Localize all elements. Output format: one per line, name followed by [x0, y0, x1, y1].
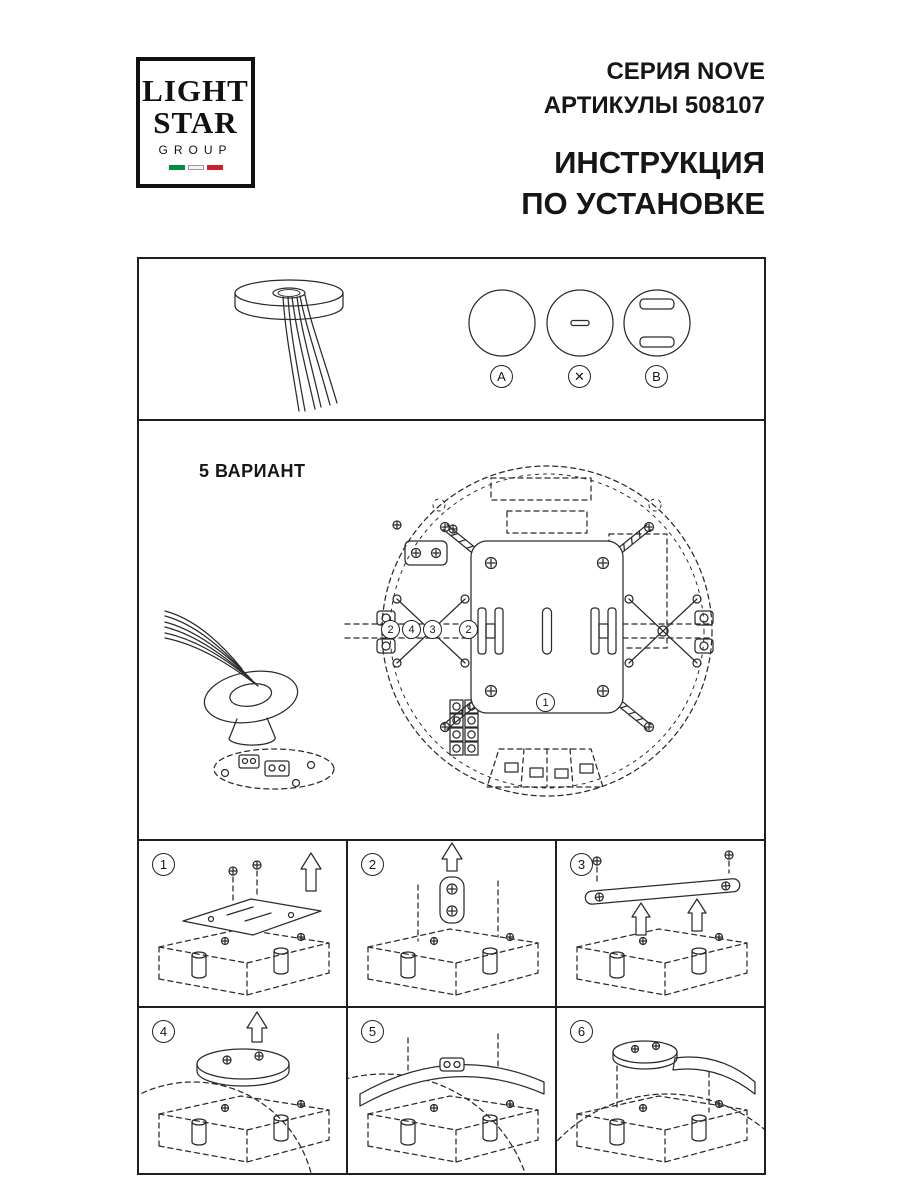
callout-1: 1 — [536, 693, 555, 712]
step-2-drawing — [367, 842, 539, 996]
surface-type-b-label: B — [645, 365, 668, 388]
small-bracket — [392, 520, 458, 566]
step-panel-1: 1 — [139, 841, 346, 1006]
step-4-badge: 4 — [152, 1020, 175, 1043]
callout-2b: 2 — [459, 620, 478, 639]
step-6-badge: 6 — [570, 1020, 593, 1043]
assembly-base-drawing — [158, 928, 330, 996]
step-6-number: 6 — [577, 1024, 586, 1039]
lightstar-logo: LIGHT STAR GROUP — [136, 57, 255, 188]
h-clip-left — [477, 607, 504, 655]
assembly-base-drawing — [367, 928, 539, 996]
doc-title-line1: ИНСТРУКЦИЯ — [554, 145, 765, 181]
canopy-assembly-drawing — [164, 610, 335, 790]
assembly-base-drawing — [158, 1095, 330, 1163]
surface-type-circles — [468, 289, 691, 357]
up-arrow-icon — [631, 902, 651, 936]
up-arrow-icon — [441, 842, 463, 872]
step-5-drawing — [348, 1033, 545, 1173]
step-3-badge: 3 — [570, 853, 593, 876]
label-a-text: A — [497, 369, 506, 384]
step-panel-6: 6 — [557, 1008, 764, 1173]
label-b-text: B — [652, 369, 661, 384]
edge-clamp-right — [694, 610, 714, 654]
logo-word-light: LIGHT — [142, 73, 249, 109]
callout-2a: 2 — [381, 620, 400, 639]
callout-3: 3 — [423, 620, 442, 639]
callout-1-text: 1 — [542, 696, 549, 709]
variant-panel: 5 ВАРИАНТ 2 4 3 2 1 — [139, 419, 764, 839]
h-clip-right — [590, 607, 617, 655]
flag-red-bar — [206, 164, 223, 170]
scissor-link-right — [624, 594, 702, 668]
step-5-badge: 5 — [361, 1020, 384, 1043]
strap-end-screws — [439, 521, 655, 733]
assembly-base-drawing — [576, 1095, 748, 1163]
italy-flag-icon — [168, 164, 223, 170]
step-4-drawing — [139, 1011, 330, 1173]
up-arrow-icon — [687, 898, 707, 932]
step-panel-4: 4 — [139, 1008, 346, 1173]
step-panel-2: 2 — [348, 841, 555, 1006]
step-panel-3: 3 — [557, 841, 764, 1006]
callout-2b-text: 2 — [465, 623, 472, 636]
step-1-number: 1 — [159, 857, 168, 872]
flag-green-bar — [168, 164, 185, 170]
series-title: СЕРИЯ NOVE — [606, 58, 765, 85]
step-2-number: 2 — [368, 857, 377, 872]
surface-type-a-label: A — [490, 365, 513, 388]
ceiling-cup-drawing — [234, 279, 344, 412]
assembly-base-drawing — [576, 928, 748, 996]
variant-drawing — [164, 465, 714, 797]
step-panel-5: 5 — [348, 1008, 555, 1173]
up-arrow-icon — [246, 1011, 268, 1043]
doc-title-line2: ПО УСТАНОВКЕ — [521, 185, 765, 221]
step-5-number: 5 — [368, 1024, 377, 1039]
step-3-drawing — [576, 850, 748, 996]
surface-type-x-label: ✕ — [568, 365, 591, 388]
header-titles: СЕРИЯ NOVE АРТИКУЛЫ 508107 ИНСТРУКЦИЯ ПО… — [521, 58, 765, 221]
article-number: АРТИКУЛЫ 508107 — [543, 91, 765, 119]
flag-white-bar — [187, 164, 204, 170]
step-1-drawing — [158, 852, 330, 996]
step-4-number: 4 — [159, 1024, 168, 1039]
base-ring-top-view — [344, 465, 714, 797]
step-2-badge: 2 — [361, 853, 384, 876]
label-x-text: ✕ — [574, 368, 585, 384]
callout-4: 4 — [402, 620, 421, 639]
mount-surfaces-drawing — [234, 279, 691, 412]
callout-3-text: 3 — [429, 623, 436, 636]
callout-4-text: 4 — [408, 623, 415, 636]
mount-surfaces-panel: A ✕ B — [139, 259, 764, 419]
up-arrow-icon — [300, 852, 322, 892]
mounting-plate — [470, 540, 624, 714]
variant-title: 5 ВАРИАНТ — [199, 461, 306, 481]
step-6-drawing — [557, 1040, 764, 1163]
step-1-badge: 1 — [152, 853, 175, 876]
assembly-base-drawing — [367, 1095, 539, 1163]
callout-2a-text: 2 — [387, 623, 394, 636]
logo-word-star: STAR — [153, 105, 238, 140]
step-3-number: 3 — [577, 857, 586, 872]
logo-word-group: GROUP — [158, 142, 233, 157]
instruction-frame: A ✕ B — [137, 257, 766, 1175]
steps-grid: 1 — [139, 839, 764, 1173]
